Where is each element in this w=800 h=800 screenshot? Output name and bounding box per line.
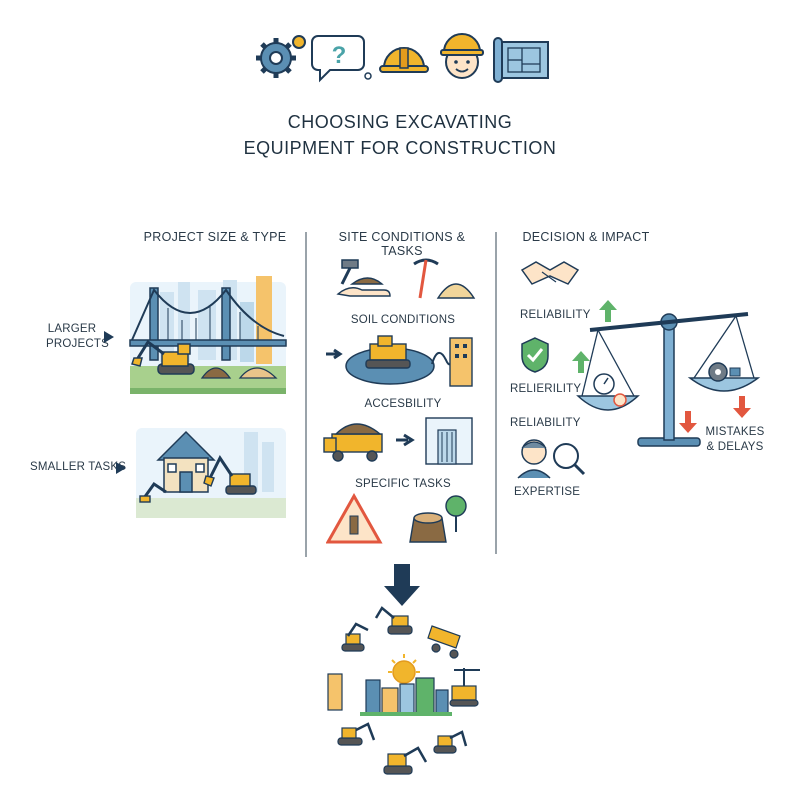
header-icons: ? [250,28,560,84]
page-title-line1: CHOOSING EXCAVATING [287,112,513,132]
mistakes-delays-label: MISTAKES & DELAYS [700,425,770,455]
soil-illustration [326,335,473,387]
pickaxe-icon [413,258,439,299]
larger-projects-line2: PROJECTS [46,338,109,350]
mistakes-line1: MISTAKES [705,426,765,438]
larger-projects-line1: LARGER [47,323,97,335]
gears-icon [256,35,306,78]
larger-arrow-icon [104,331,114,343]
expertise-label: EXPERTISE [514,486,581,498]
accessibility-label: ACCESBILITY [364,398,442,410]
tree-stump-icon [409,495,467,543]
specific-tasks-illustration [326,492,467,544]
larger-projects-label: LARGER PROJECTS [46,322,109,352]
mistakes-line2: & DELAYS [706,441,764,453]
magnifier-icon [553,443,579,469]
equipment-circle-illustration [327,606,480,775]
project-size-heading: PROJECT SIZE & TYPE [143,230,287,244]
shield-check-icon [521,337,549,373]
reliability-label-2: RELIERILITY [510,383,582,395]
red-down-arrow-icon [679,411,697,433]
column-divider-left [305,232,307,557]
soil-arrow-icon [326,348,343,360]
green-up-arrow-icon-2 [572,351,590,373]
specific-tasks-label: SPECIFIC TASKS [355,478,451,490]
svg-text:?: ? [332,42,347,69]
worker-face-icon [440,33,484,79]
soil-conditions-label: SOIL CONDITIONS [350,314,456,326]
soil-hand-icon [336,277,391,297]
page-title-line2: EQUIPMENT FOR CONSTRUCTION [243,138,557,158]
reliability-label-1: RELIABILITY [520,309,591,321]
hammer-icon [340,259,359,285]
question-bubble-icon: ? [311,35,372,83]
green-up-arrow-icon [599,300,617,322]
house-illustration [136,428,286,518]
hard-hat-icon [379,47,429,73]
smaller-tasks-label: SMALLER TASKS [30,461,127,473]
sand-pile-icon [436,283,476,299]
result-down-arrow-icon [384,564,420,606]
blueprint-icon [493,37,549,83]
decision-impact-heading: DECISION & IMPACT [522,230,650,244]
warning-sign-icon [326,492,383,544]
access-arrow-icon [396,433,415,447]
reliability-label-3: RELIABILITY [510,417,581,429]
bridge-city-illustration [129,276,287,394]
site-conditions-heading: SITE CONDITIONS & TASKS [338,230,466,258]
accessibility-illustration [323,417,473,465]
expert-person-icon [517,439,586,479]
sun-icon [392,660,416,684]
column-divider-right [495,232,497,554]
balance-scale-icon [576,312,761,447]
smaller-arrow-icon [116,462,126,474]
red-down-arrow-icon-2 [733,396,751,418]
site-tools-icons [336,258,476,299]
handshake-icon [520,261,580,285]
